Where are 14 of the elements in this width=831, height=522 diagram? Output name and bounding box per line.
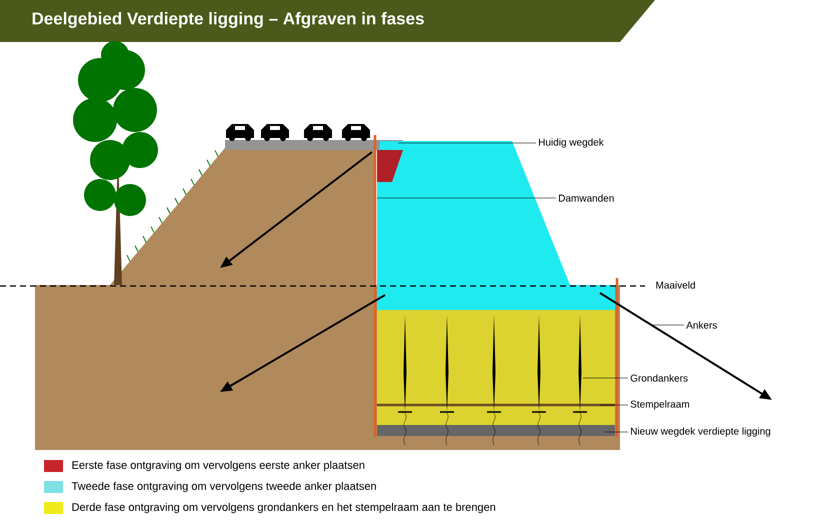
title-bar: Deelgebied Verdiepte ligging – Afgraven in fases [0,0,655,42]
legend-text: Derde fase ontgraving om vervolgens grondankers en het stempelraam aan te brengen [72,502,496,514]
legend-text: Eerste fase ontgraving om vervolgens eerste anker plaatsen [72,460,364,472]
callout-label: Grondankers [630,374,688,382]
leader-line [650,324,684,326]
legend-text: Tweede fase ontgraving om vervolgens tweede anker plaatsen [72,482,376,492]
callout-label: Stempelraam [630,400,689,410]
callout-label: Ankers [686,321,717,329]
callout-label: Maaiveld [656,281,695,289]
callout-label: Nieuw wegdek verdiepte ligging [631,427,770,437]
leader-line [600,404,628,406]
callout-label: Huidig wegdek [539,138,604,148]
callout-label: Damwanden [559,194,614,202]
leader-line [398,142,536,144]
